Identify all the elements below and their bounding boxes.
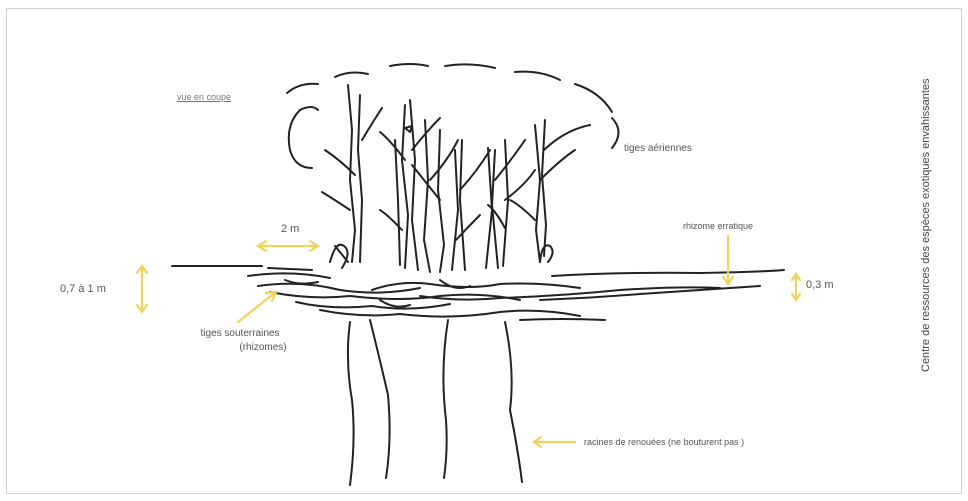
erratic-rhizome-label: rhizome erratique [683,221,753,231]
view-label: vue en coupe [177,92,231,102]
canopy-outline [287,64,619,168]
depth-arrow-left [137,266,147,312]
aerial-stems-label: tiges aériennes [624,143,692,154]
underground-stems-pointer-arrow [238,292,276,322]
distance-arrow [258,241,318,251]
underground-stems-label: tiges souterraines (rhizomes) [186,327,294,355]
underground-stems-label-line2: (rhizomes) [186,341,294,355]
depth-arrow-right [792,274,800,300]
aerial-stems [322,85,590,272]
distance-label: 2 m [281,223,299,235]
depth-right-label: 0,3 m [806,279,834,291]
rhizome-network [248,273,760,320]
roots-pointer-arrow [534,437,575,447]
side-credit-text: Centre de ressources des espèces exotiqu… [920,32,932,372]
depth-left-label: 0,7 à 1 m [60,283,106,295]
rhizome-pointer-arrow [723,236,733,284]
roots-label: racines de renouées (ne bouturent pas ) [584,437,744,447]
deep-roots [348,320,522,485]
underground-stems-label-line1: tiges souterraines [186,327,294,341]
